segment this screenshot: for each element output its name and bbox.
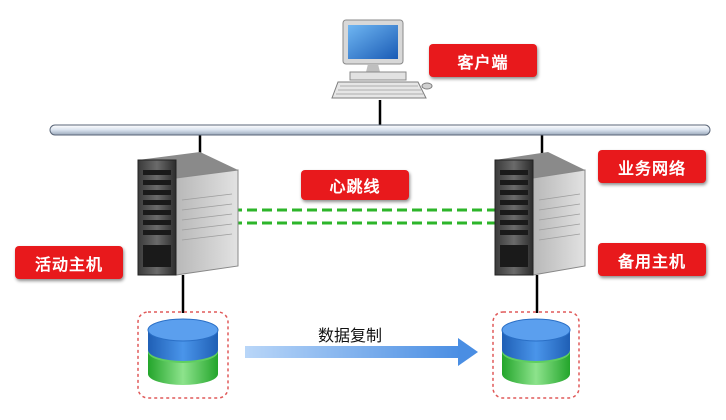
business-network-label: 业务网络 — [598, 150, 706, 183]
client-label: 客户端 — [429, 44, 537, 77]
connector-lines — [181, 100, 544, 313]
standby-storage-frame — [492, 311, 580, 399]
data-replication-label: 数据复制 — [318, 326, 383, 345]
tower-server-icon — [494, 152, 586, 276]
desktop-computer-icon — [331, 19, 433, 99]
database-disk-icon — [501, 318, 571, 385]
business-network-bus — [49, 124, 711, 136]
database-disk-icon — [147, 318, 219, 385]
replication-arrow — [245, 338, 478, 366]
heartbeat-lines — [232, 208, 498, 225]
standby-host-label: 备用主机 — [598, 243, 706, 276]
active-host-label: 活动主机 — [15, 246, 123, 279]
heartbeat-label: 心跳线 — [301, 170, 409, 200]
tower-server-icon — [137, 152, 239, 276]
